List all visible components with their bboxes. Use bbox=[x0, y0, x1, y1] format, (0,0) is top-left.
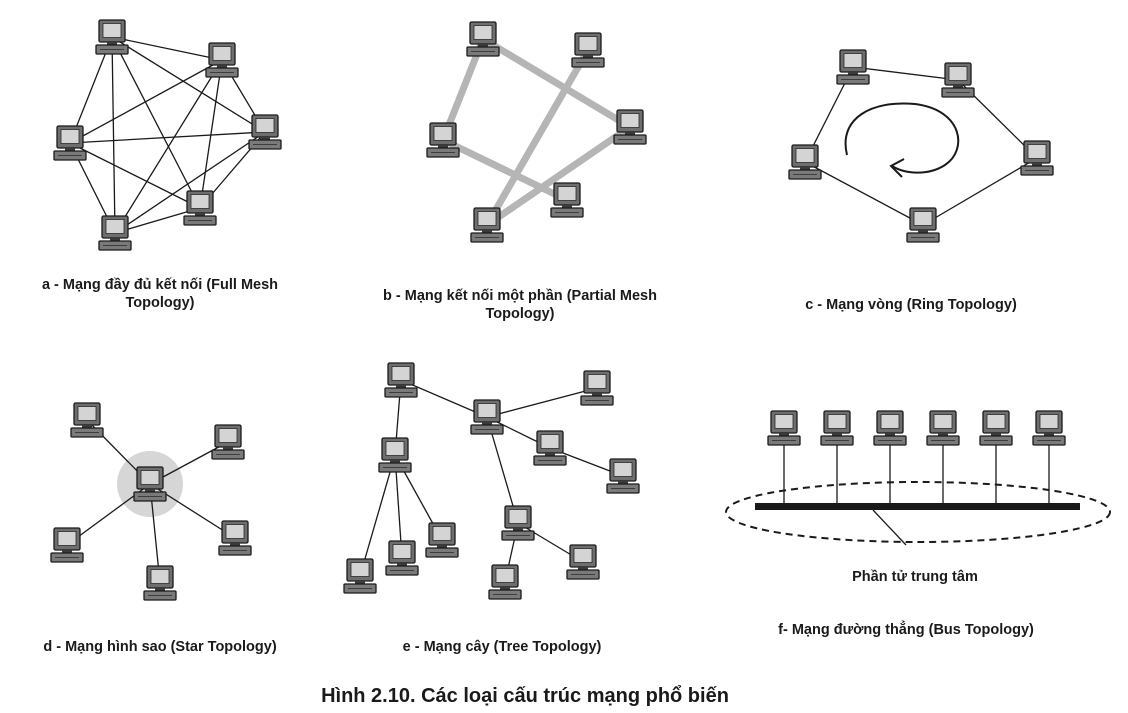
star-computers bbox=[50, 402, 252, 601]
computer-icon bbox=[606, 458, 640, 494]
computer-icon bbox=[767, 410, 801, 446]
caption-partial-mesh: b - Mạng kết nối một phần (Partial Mesh … bbox=[370, 287, 670, 323]
tree-computers bbox=[343, 362, 640, 600]
caption-bus-line1: f- Mạng đường thẳng (Bus Topology) bbox=[778, 622, 1034, 638]
caption-tree: e - Mạng cây (Tree Topology) bbox=[382, 638, 622, 656]
computer-icon bbox=[70, 402, 104, 438]
caption-star-line1: d - Mạng hình sao (Star Topology) bbox=[43, 639, 277, 655]
computer-icon bbox=[343, 558, 377, 594]
panel-b-partial-mesh bbox=[426, 21, 647, 243]
computer-icon bbox=[501, 505, 535, 541]
panel-e-tree bbox=[343, 362, 640, 600]
computer-icon bbox=[385, 540, 419, 576]
computer-icon bbox=[211, 424, 245, 460]
computer-icon bbox=[836, 49, 870, 85]
computer-icon bbox=[788, 144, 822, 180]
computer-icon bbox=[979, 410, 1013, 446]
computer-icon bbox=[53, 125, 87, 161]
computer-icon bbox=[533, 430, 567, 466]
computer-icon bbox=[873, 410, 907, 446]
computer-icon bbox=[50, 527, 84, 563]
caption-tree-line1: e - Mạng cây (Tree Topology) bbox=[402, 639, 602, 655]
central-element-ellipse bbox=[725, 481, 1111, 543]
full-mesh-links bbox=[69, 36, 266, 234]
computer-icon bbox=[613, 109, 647, 145]
bus-computers bbox=[767, 410, 1066, 446]
panel-c-ring bbox=[788, 49, 1054, 243]
caption-full-mesh-line2: Topology) bbox=[125, 295, 195, 311]
computer-icon bbox=[1020, 140, 1054, 176]
panel-a-full-mesh bbox=[53, 19, 282, 251]
computer-icon bbox=[566, 544, 600, 580]
computer-icon bbox=[906, 207, 940, 243]
caption-partial-mesh-line1: b - Mạng kết nối một phần (Partial Mesh bbox=[383, 288, 657, 304]
panel-d-star bbox=[50, 402, 252, 601]
computer-icon bbox=[488, 564, 522, 600]
computer-icon bbox=[378, 437, 412, 473]
caption-bus: f- Mạng đường thẳng (Bus Topology) bbox=[766, 621, 1046, 639]
computer-icon bbox=[470, 399, 504, 435]
computer-icon bbox=[205, 42, 239, 78]
computer-icon bbox=[218, 520, 252, 556]
caption-ring: c - Mạng vòng (Ring Topology) bbox=[781, 296, 1041, 314]
computer-icon bbox=[580, 370, 614, 406]
bus-backbone bbox=[755, 503, 1080, 510]
computer-icon bbox=[425, 522, 459, 558]
callout-leader bbox=[872, 509, 907, 546]
caption-ring-line1: c - Mạng vòng (Ring Topology) bbox=[805, 297, 1017, 313]
partial-mesh-computers bbox=[426, 21, 647, 243]
caption-partial-mesh-line2: Topology) bbox=[485, 306, 555, 322]
computer-icon bbox=[183, 190, 217, 226]
computer-icon bbox=[926, 410, 960, 446]
computer-icon bbox=[248, 114, 282, 150]
panel-f-bus bbox=[725, 410, 1111, 546]
computer-icon bbox=[941, 62, 975, 98]
figure-title: Hình 2.10. Các loại cấu trúc mạng phổ bi… bbox=[321, 685, 729, 707]
computer-icon bbox=[820, 410, 854, 446]
computer-icon bbox=[95, 19, 129, 55]
computer-icon bbox=[143, 565, 177, 601]
bus-drops bbox=[783, 440, 1050, 506]
computer-icon bbox=[550, 182, 584, 218]
caption-star: d - Mạng hình sao (Star Topology) bbox=[30, 638, 290, 656]
hub-computer-icon bbox=[133, 466, 167, 502]
computer-icon bbox=[466, 21, 500, 57]
arrowhead-icon bbox=[889, 158, 905, 178]
computer-icon bbox=[470, 207, 504, 243]
circulation-arrow bbox=[844, 102, 960, 174]
full-mesh-computers bbox=[53, 19, 282, 251]
ring-links bbox=[804, 66, 1038, 226]
callout-central-element-text: Phần tử trung tâm bbox=[852, 569, 978, 585]
caption-full-mesh: a - Mạng đầy đủ kết nối (Full Mesh Topol… bbox=[35, 276, 285, 312]
computer-icon bbox=[571, 32, 605, 68]
callout-central-element: Phần tử trung tâm bbox=[830, 568, 1000, 586]
ring-computers bbox=[788, 49, 1054, 243]
computer-icon bbox=[384, 362, 418, 398]
caption-full-mesh-line1: a - Mạng đầy đủ kết nối (Full Mesh bbox=[41, 277, 279, 293]
computer-icon bbox=[426, 122, 460, 158]
computer-icon bbox=[1032, 410, 1066, 446]
computer-icon bbox=[98, 215, 132, 251]
